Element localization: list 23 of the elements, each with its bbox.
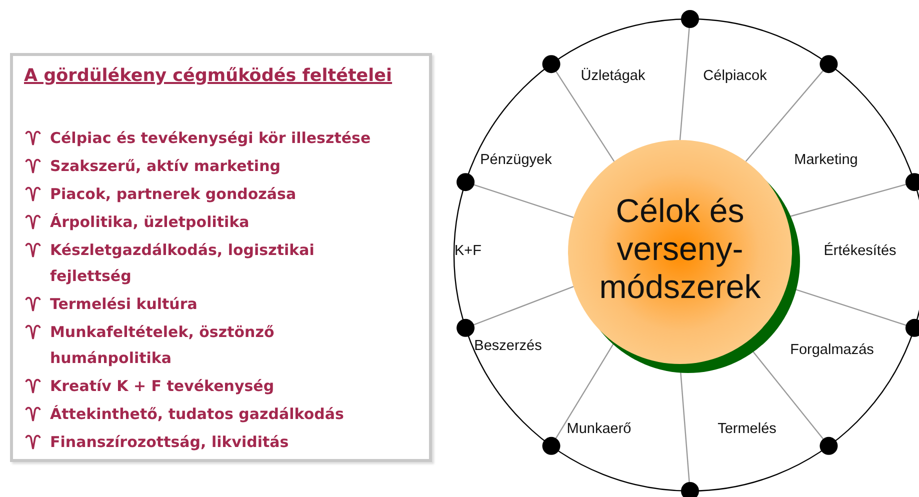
sector-label: Forgalmazás xyxy=(790,342,874,358)
sector-label: K+F xyxy=(454,243,482,259)
panel-heading: A gördülékeny cégműködés feltételei xyxy=(24,66,392,86)
sector-label: Üzletágak xyxy=(580,68,646,84)
sector-label: Termelés xyxy=(718,421,776,437)
list-item: Kreatív K + F tevékenység xyxy=(50,376,274,397)
list-item: Szakszerű, aktív marketing xyxy=(50,156,280,177)
list-item: Finanszírozottság, likviditás xyxy=(50,432,289,453)
sector-label: Marketing xyxy=(794,152,858,168)
list-item: Célpiac és tevékenységi kör illesztése xyxy=(50,128,371,149)
sector-label: Értékesítés xyxy=(824,243,896,259)
list-item: Munkafeltételek, ösztönző humánpolitika xyxy=(50,322,276,369)
sector-label: Munkaerő xyxy=(566,421,632,437)
list-item: Árpolitika, üzletpolitika xyxy=(50,212,250,233)
list-item: Áttekinthető, tudatos gazdálkodás xyxy=(50,404,344,425)
sector-label: Beszerzés xyxy=(474,338,542,354)
center-label: Célok és verseny- módszerek xyxy=(598,192,762,306)
list-item: Termelési kultúra xyxy=(50,294,198,315)
text-panel xyxy=(10,53,432,462)
list-item: Készletgazdálkodás, logisztikai fejlettség xyxy=(50,240,316,287)
list-item: Piacok, partnerek gondozása xyxy=(50,184,296,205)
sector-label: Célpiacok xyxy=(703,68,767,84)
sector-label: Pénzügyek xyxy=(480,152,552,168)
